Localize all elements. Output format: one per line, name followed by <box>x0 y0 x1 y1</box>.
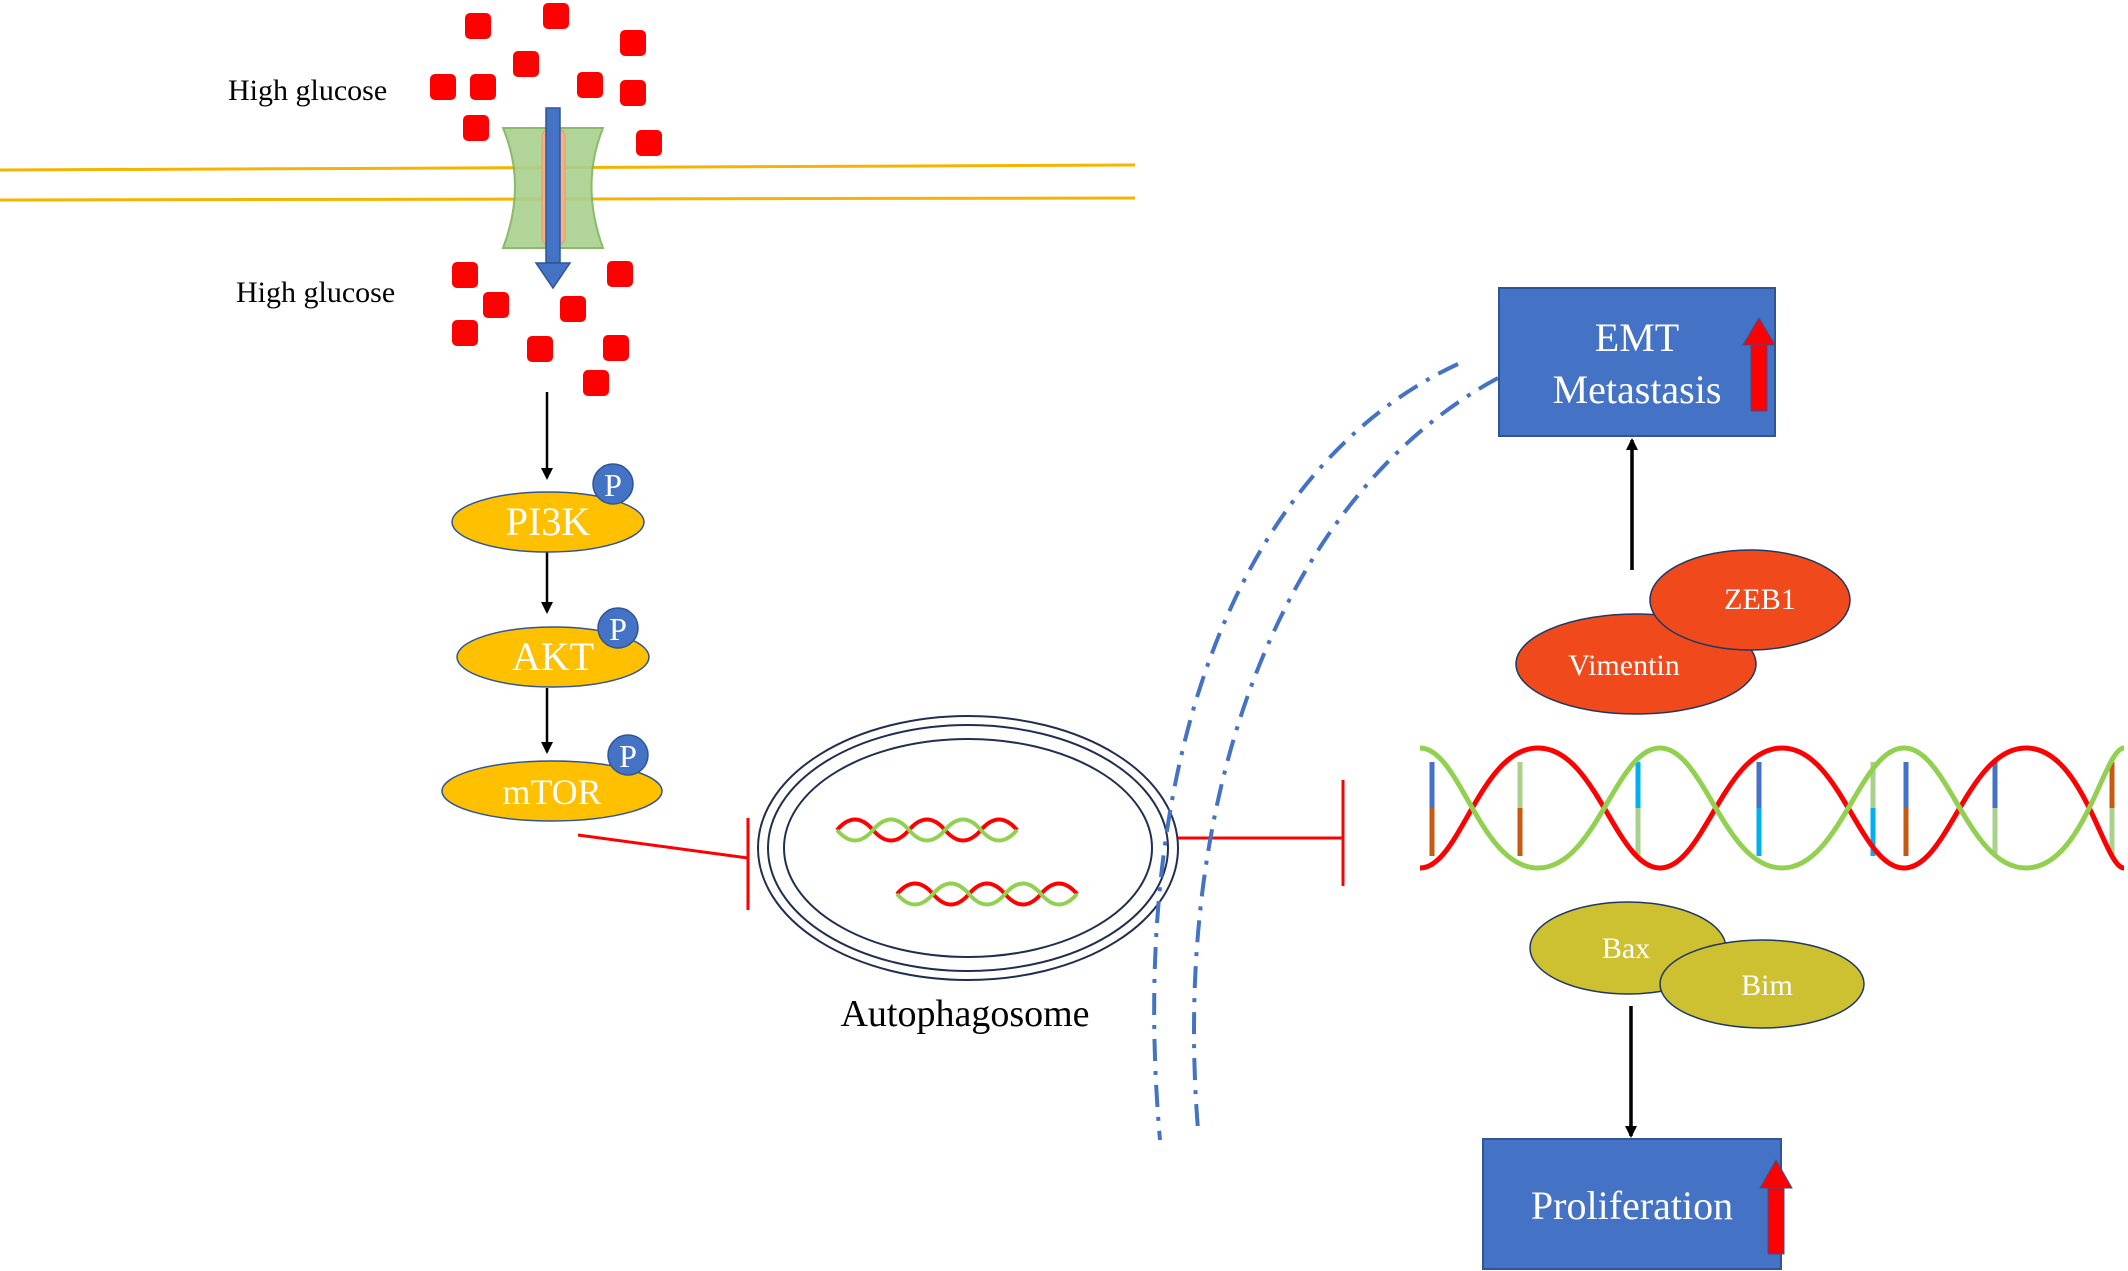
glucose-molecule <box>452 262 478 288</box>
glucose-molecule <box>465 13 491 39</box>
emt-label: EMT <box>1595 315 1679 360</box>
phospho-icon <box>597 607 639 649</box>
zeb1-node <box>1649 549 1851 651</box>
glucose-molecule <box>527 336 553 362</box>
nuclear-boundary <box>1152 362 1499 1141</box>
glucose-molecule <box>583 370 609 396</box>
glucose-molecule <box>463 115 489 141</box>
proliferation-box: Proliferation <box>1482 1138 1793 1270</box>
dna-fragment-icon <box>835 817 1019 843</box>
metastasis-label: Metastasis <box>1553 367 1722 412</box>
pi3k-label: PI3K <box>506 499 591 544</box>
upregulation-arrow-icon <box>1759 1158 1793 1255</box>
autophagosome <box>757 715 1179 981</box>
glucose-molecule <box>577 72 603 98</box>
mtor-node: mTOR P <box>441 734 663 822</box>
akt-node: AKT P <box>456 607 650 688</box>
glucose-molecule <box>470 74 496 100</box>
svg-text:P: P <box>604 467 622 503</box>
proliferation-label: Proliferation <box>1531 1183 1733 1228</box>
glucose-molecule <box>483 292 509 318</box>
glucose-molecule <box>430 74 456 100</box>
upregulation-arrow-icon <box>1742 317 1776 412</box>
glucose-molecule <box>452 320 478 346</box>
bax-label: Bax <box>1602 932 1650 965</box>
glucose-transporter-icon <box>501 107 605 290</box>
glucose-molecule <box>620 80 646 106</box>
autophagosome-inhibition <box>1178 780 1345 886</box>
pi3k-node: PI3K P <box>451 463 645 553</box>
glucose-molecule <box>513 51 539 77</box>
akt-label: AKT <box>512 634 594 679</box>
svg-text:P: P <box>619 738 637 774</box>
svg-text:P: P <box>609 611 627 647</box>
bim-node <box>1659 939 1865 1029</box>
dna-helix-icon <box>1419 745 2125 871</box>
phospho-icon <box>592 463 634 505</box>
emt-metastasis-box: EMT Metastasis <box>1498 287 1776 437</box>
glucose-molecule <box>620 30 646 56</box>
glucose-molecules-outside <box>430 3 662 156</box>
mtor-inhibition <box>577 818 750 910</box>
emt-transcription-factors: ZEB1 Vimentin <box>1515 549 1851 715</box>
bim-label: Bim <box>1741 969 1793 1002</box>
autophagosome-label: Autophagosome <box>840 993 1089 1035</box>
glucose-outside-label: High glucose <box>228 74 387 107</box>
glucose-molecule <box>607 261 633 287</box>
mtor-label: mTOR <box>502 772 601 812</box>
glucose-molecules-inside <box>452 261 633 396</box>
glucose-inside-label: High glucose <box>236 276 395 309</box>
glucose-molecule <box>603 335 629 361</box>
glucose-molecule <box>560 296 586 322</box>
pro-apoptotic-factors: Bax Bim <box>1529 901 1865 1029</box>
vimentin-label: Vimentin <box>1568 649 1680 682</box>
glucose-molecule <box>543 3 569 29</box>
glucose-molecule <box>636 130 662 156</box>
dna-fragment-icon <box>895 881 1079 907</box>
zeb1-label: ZEB1 <box>1724 583 1796 616</box>
phospho-icon <box>607 734 649 776</box>
